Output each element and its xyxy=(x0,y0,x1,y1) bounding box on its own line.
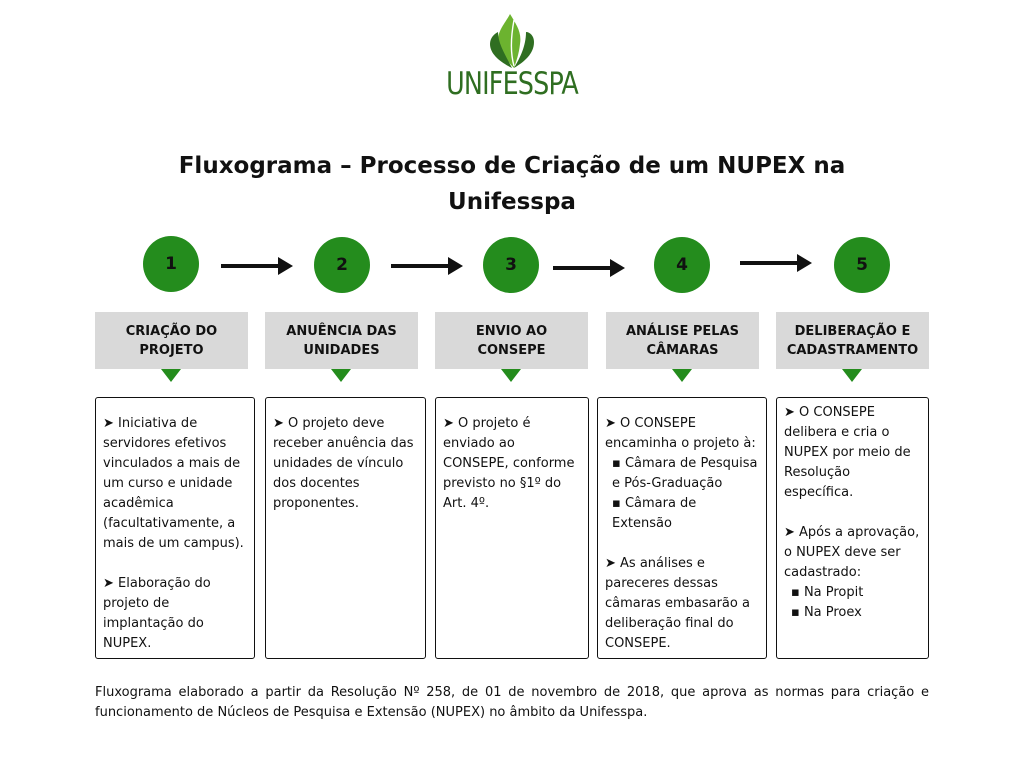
step-2-circle: 2 xyxy=(314,237,370,293)
step-4-description: ➤ O CONSEPE encaminha o projeto à: ▪ Câm… xyxy=(597,397,767,659)
step-1-text-2: ➤ Elaboração do projeto de implantação d… xyxy=(103,576,211,651)
step-3-circle: 3 xyxy=(483,237,539,293)
step-1-circle: 1 xyxy=(143,236,199,292)
step-4-bullet-1: ▪ Câmara de Pesquisa e Pós-Graduação xyxy=(612,456,758,491)
step-2-pointer xyxy=(331,369,351,382)
arrow-2-to-3 xyxy=(391,256,463,276)
step-4-label: ANÁLISE PELAS CÂMARAS xyxy=(606,312,759,369)
step-5-circle: 5 xyxy=(834,237,890,293)
step-4-bullet-2: ▪ Câmara de Extensão xyxy=(612,496,697,531)
step-5-text-2: ➤ Após a aprovação, o NUPEX deve ser cad… xyxy=(784,525,920,580)
step-4-text-1: ➤ O CONSEPE encaminha o projeto à: xyxy=(605,416,756,451)
step-2-label: ANUÊNCIA DAS UNIDADES xyxy=(265,312,418,369)
step-1-description: ➤ Iniciativa de servidores efetivos vinc… xyxy=(95,397,255,659)
step-3-pointer xyxy=(501,369,521,382)
unifesspa-logo: UNIFESSPA xyxy=(422,0,602,132)
step-3-text-1: ➤ O projeto é enviado ao CONSEPE, confor… xyxy=(443,416,575,511)
footnote: Fluxograma elaborado a partir da Resoluç… xyxy=(95,685,929,720)
step-1-label: CRIAÇÃO DO PROJETO xyxy=(95,312,248,369)
step-4-text-2: ➤ As análises e pareceres dessas câmaras… xyxy=(605,556,750,651)
step-2-text-1: ➤ O projeto deve receber anuência das un… xyxy=(273,416,414,511)
step-2-description: ➤ O projeto deve receber anuência das un… xyxy=(265,397,426,659)
step-5-label: DELIBERAÇÃO E CADASTRAMENTO xyxy=(776,312,929,369)
step-5-description: ➤ O CONSEPE delibera e cria o NUPEX por … xyxy=(776,397,929,659)
logo-wordmark: UNIFESSPA xyxy=(446,66,579,102)
arrow-1-to-2 xyxy=(221,256,293,276)
step-1-text-1: ➤ Iniciativa de servidores efetivos vinc… xyxy=(103,416,244,551)
step-5-bullet-1: ▪ Na Propit xyxy=(791,585,864,600)
step-4-pointer xyxy=(672,369,692,382)
step-4-circle: 4 xyxy=(654,237,710,293)
step-5-pointer xyxy=(842,369,862,382)
arrow-3-to-4 xyxy=(553,258,625,278)
page-title: Fluxograma – Processo de Criação de um N… xyxy=(178,153,846,215)
leaf-icon xyxy=(490,14,534,68)
step-1-pointer xyxy=(161,369,181,382)
step-3-description: ➤ O projeto é enviado ao CONSEPE, confor… xyxy=(435,397,589,659)
arrow-4-to-5 xyxy=(740,253,812,273)
step-5-bullet-2: ▪ Na Proex xyxy=(791,605,862,620)
step-5-text-1: ➤ O CONSEPE delibera e cria o NUPEX por … xyxy=(784,405,911,500)
step-3-label: ENVIO AO CONSEPE xyxy=(435,312,588,369)
